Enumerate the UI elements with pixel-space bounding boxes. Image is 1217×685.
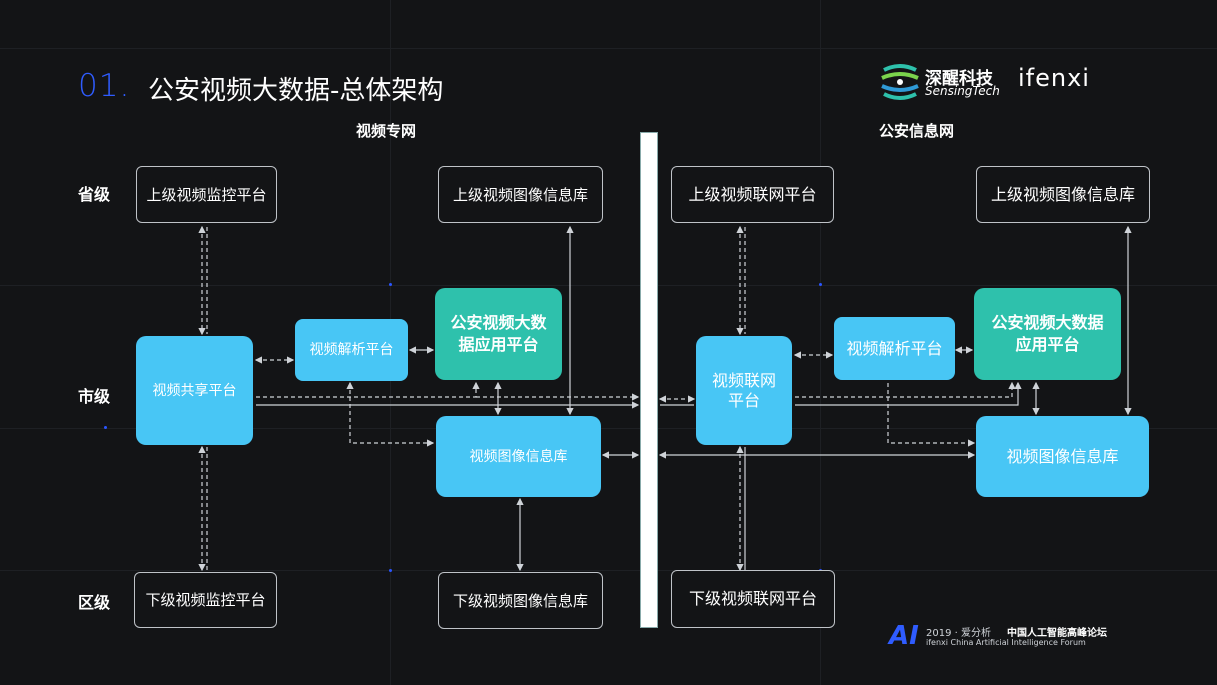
left-lower-monitor-platform: 下级视频监控平台	[134, 572, 277, 628]
left-upper-monitor-platform: 上级视频监控平台	[136, 166, 277, 223]
grid-line	[820, 0, 821, 685]
page-title: 公安视频大数据-总体架构	[148, 76, 444, 106]
grid-dot	[389, 569, 392, 572]
sensingtech-en: SensingTech	[925, 84, 1000, 98]
footer-forum: 中国人工智能高峰论坛	[1007, 628, 1107, 639]
section-label-left: 视频专网	[356, 122, 417, 140]
right-upper-network-platform: 上级视频联网平台	[671, 166, 834, 223]
section-number: 01.	[78, 68, 131, 104]
grid-line	[0, 48, 1217, 49]
grid-line	[0, 285, 1217, 286]
left-share-platform: 视频共享平台	[136, 336, 253, 445]
grid-dot	[819, 283, 822, 286]
grid-dot	[389, 283, 392, 286]
right-lower-network-platform: 下级视频联网平台	[671, 570, 835, 628]
right-bigdata-platform: 公安视频大数据应用平台	[974, 288, 1121, 380]
level-province: 省级	[78, 185, 111, 204]
left-image-db: 视频图像信息库	[436, 416, 601, 497]
right-image-db: 视频图像信息库	[976, 416, 1149, 497]
right-network-platform: 视频联网平台	[696, 336, 792, 445]
sensingtech-logo-icon	[880, 62, 920, 102]
sensingtech-cn: 深醒科技	[925, 69, 993, 89]
ai-logo: AI	[889, 621, 919, 651]
right-upper-image-db: 上级视频图像信息库	[976, 166, 1150, 223]
left-parse-platform: 视频解析平台	[295, 319, 408, 381]
left-upper-image-db: 上级视频图像信息库	[438, 166, 603, 223]
grid-dot	[104, 426, 107, 429]
left-bigdata-platform: 公安视频大数据应用平台	[435, 288, 562, 380]
network-divider	[640, 132, 658, 628]
ifenxi-logo: ifenxi	[1018, 64, 1090, 92]
level-district: 区级	[78, 593, 111, 612]
level-city: 市级	[78, 387, 111, 406]
right-parse-platform: 视频解析平台	[834, 317, 955, 380]
grid-line	[0, 570, 1217, 571]
footer-year: 2019 · 爱分析	[926, 628, 991, 639]
left-lower-image-db: 下级视频图像信息库	[438, 572, 603, 629]
footer-forum-en: ifenxi China Artificial Intelligence For…	[926, 638, 1086, 647]
section-label-right: 公安信息网	[879, 122, 955, 140]
grid-line	[0, 428, 1217, 429]
